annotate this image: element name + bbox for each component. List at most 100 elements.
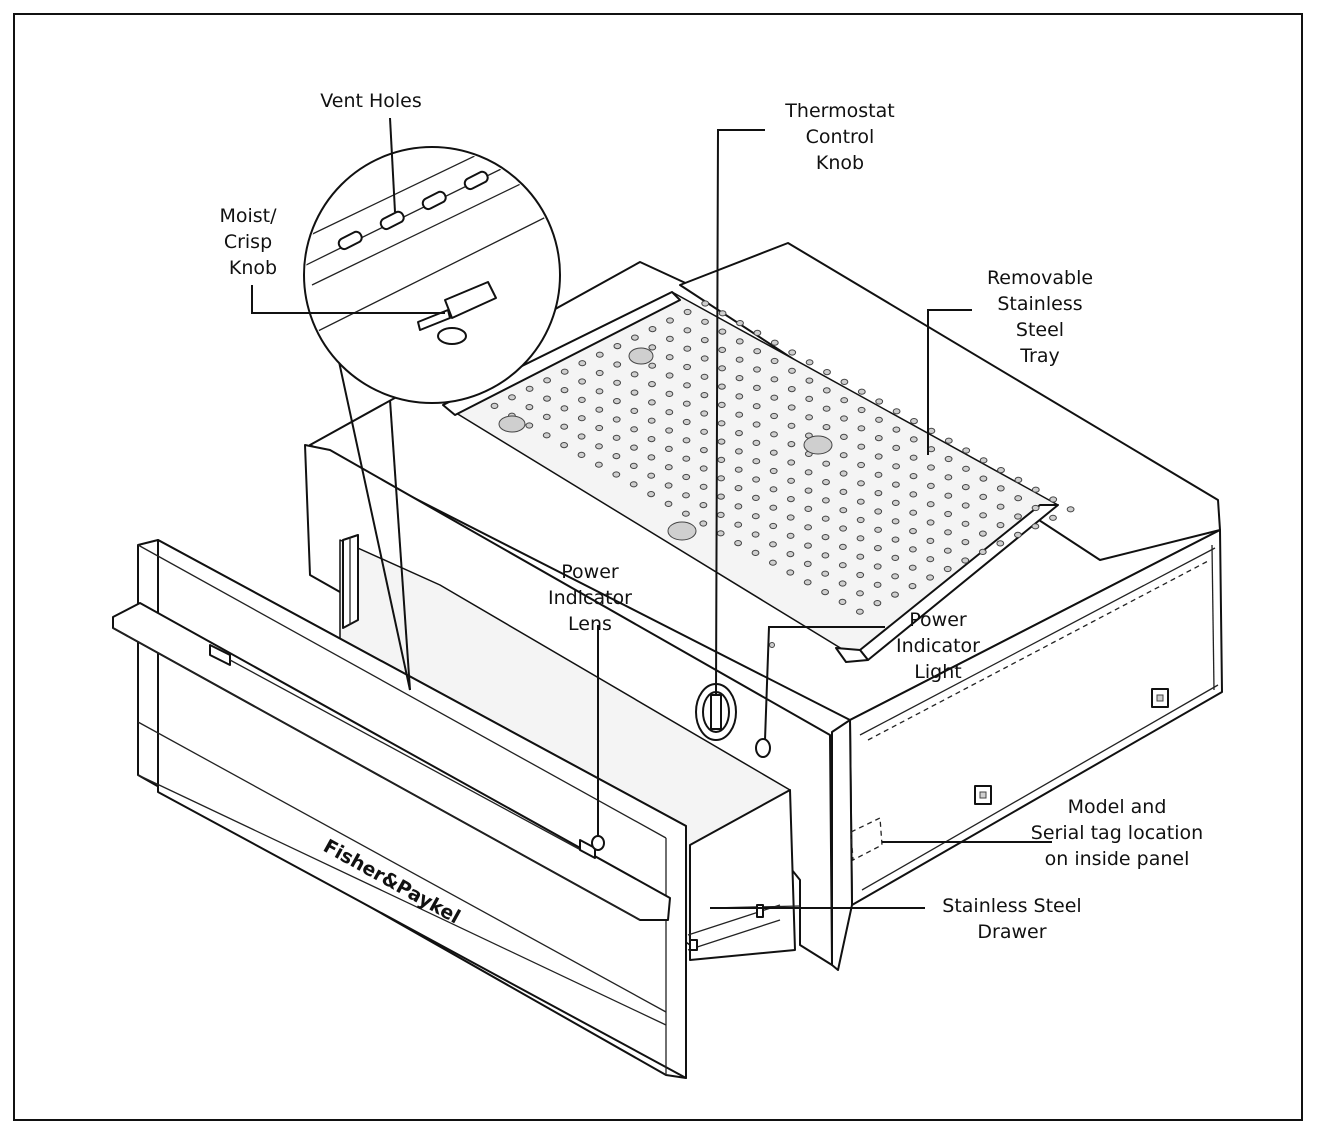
tray-perforation-hole — [542, 413, 551, 420]
tray-perforation-hole — [927, 427, 936, 434]
tray-perforation-hole — [595, 369, 604, 377]
tray-perforation-hole — [647, 472, 656, 479]
tray-perforation-hole — [891, 554, 900, 562]
label-drawer-line1: Stainless Steel — [942, 895, 1081, 917]
tray-perforation-hole — [979, 475, 988, 482]
tray-perforation-hole — [700, 337, 709, 344]
tray-perforation-hole — [787, 386, 796, 393]
tray-perforation-hole — [926, 537, 935, 545]
label-thermostat-line2: Control — [806, 126, 875, 148]
tray-perforation-hole — [944, 510, 952, 518]
tray-perforation-hole — [996, 503, 1005, 510]
tray-perforation-hole — [821, 589, 829, 596]
tray-perforation-hole — [909, 473, 918, 480]
tray-perforation-hole — [839, 488, 848, 495]
tray-perforation-hole — [752, 494, 760, 501]
tray-perforation-hole — [665, 372, 674, 379]
tray-perforation-hole — [891, 499, 900, 506]
tray-perforation-hole — [770, 394, 779, 401]
tray-perforation-hole — [1014, 495, 1023, 502]
tray-perforation-hole — [769, 541, 777, 548]
detail-magnifier — [303, 146, 561, 404]
label-lens-line1: Power — [561, 561, 619, 583]
tray-front-lip — [835, 647, 869, 663]
tray-perforation-hole — [753, 384, 761, 391]
tray-perforation-hole — [839, 525, 847, 532]
tray-perforation-hole — [769, 522, 778, 530]
tray-perforation-hole — [1014, 531, 1022, 539]
tray-perforation-hole — [665, 354, 674, 361]
tray-perforation-hole — [892, 481, 900, 488]
tray-perforation-hole — [577, 451, 586, 458]
tray-perforation-hole — [891, 591, 899, 598]
tray-perforation-hole — [699, 502, 708, 509]
tray-perforation-hole — [613, 361, 622, 368]
tray-perforation-hole — [682, 492, 690, 499]
tray-perforation-hole — [631, 334, 639, 341]
tray-perforation-hole — [856, 608, 864, 615]
tray-perforation-hole — [786, 514, 795, 521]
tray-perforation-hole — [821, 534, 830, 541]
tray-perforation-hole — [630, 426, 638, 433]
tray-perforation-hole — [769, 504, 778, 511]
tray-perforation-hole — [908, 564, 917, 571]
tray-perforation-hole — [734, 466, 743, 473]
tray-perforation-hole — [648, 344, 657, 351]
tray-perforation-hole — [804, 542, 812, 549]
tray-perforation-hole — [1014, 476, 1023, 483]
tray-perforation-hole — [1066, 506, 1075, 513]
tray-perforation-hole — [683, 308, 692, 316]
tray-perforation-hole — [700, 447, 708, 454]
tray-perforation-hole — [875, 398, 884, 405]
tray-perforation-hole — [786, 532, 795, 539]
tray-perforation-hole — [735, 338, 744, 345]
tray-perforation-hole — [578, 396, 586, 403]
tray-perforation-hole — [717, 420, 726, 427]
tray-perforation-hole — [804, 469, 813, 476]
tray-perforation-hole — [857, 480, 865, 487]
tray-perforation-hole — [700, 355, 709, 362]
tray-perforation-hole — [909, 528, 917, 535]
tray-perforation-hole — [909, 436, 918, 443]
tray-perforation-hole — [665, 409, 674, 416]
tray-perforation-hole — [821, 552, 830, 559]
label-tray-line4: Tray — [1019, 345, 1060, 367]
tray-perforation-hole — [874, 526, 882, 533]
tray-perforation-hole — [666, 317, 674, 324]
tray-perforation-hole — [996, 485, 1005, 492]
tray-perforation-hole — [805, 359, 814, 366]
tray-perforation-hole — [1014, 513, 1022, 520]
side-flange — [831, 719, 853, 971]
tray-perforation-hole — [647, 436, 656, 443]
label-model-line1: Model and — [1068, 796, 1167, 818]
tray-perforation-hole — [612, 434, 621, 441]
tray-perforation-hole — [961, 502, 970, 509]
tray-perforation-hole — [927, 464, 935, 471]
label-lens-line2: Indicator — [548, 587, 632, 609]
tray-perforation-hole — [805, 395, 814, 402]
label-light-line3: Light — [914, 661, 961, 683]
tray-perforation-hole — [647, 417, 656, 424]
tray-perforation-hole — [961, 520, 970, 527]
tray-perforation-hole — [716, 511, 725, 519]
tray-perforation-hole — [822, 424, 831, 431]
tray-perforation-hole — [804, 505, 813, 512]
label-tray-line1: Removable — [987, 267, 1093, 289]
tray-perforation-hole — [856, 571, 865, 579]
tray-perforation-hole — [700, 392, 709, 399]
tray-perforation-hole — [647, 491, 655, 498]
tray-perforation-hole — [736, 320, 744, 327]
tray-perforation-hole — [752, 403, 761, 410]
tray-perforation-hole — [874, 490, 883, 497]
tray-perforation-hole — [803, 560, 812, 568]
tray-perforation-hole — [682, 400, 691, 407]
tray-perforation-hole — [683, 363, 691, 371]
tray-perforation-hole — [735, 375, 744, 382]
tray-perforation-hole — [525, 385, 534, 392]
tray-perforation-hole — [857, 406, 866, 414]
tray-perforation-hole — [595, 461, 603, 468]
tray-perforation-hole — [770, 357, 779, 365]
tray-perforation-hole — [716, 530, 725, 537]
tray-perforation-hole — [734, 540, 742, 547]
tray-perforation-hole — [629, 462, 638, 469]
